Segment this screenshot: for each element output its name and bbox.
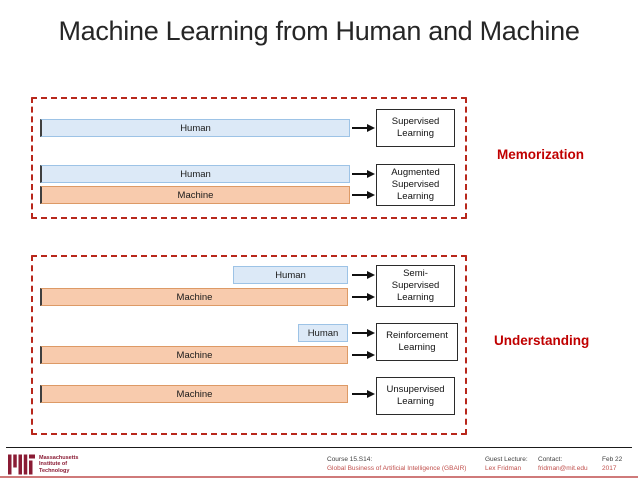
box-line: Learning — [397, 292, 434, 303]
reinforcement-human-bar: Human — [298, 324, 348, 342]
footer-date: Feb 22 2017 — [602, 456, 622, 473]
box-line: Reinforcement — [386, 330, 448, 341]
semi-supervised-human-bar: Human — [233, 266, 348, 284]
supervised-learning-box: Supervised Learning — [376, 109, 455, 147]
reinforcement-machine-bar: Machine — [40, 346, 348, 364]
bar-label: Human — [180, 122, 211, 134]
bar-label: Human — [275, 269, 306, 281]
footer-guest-lecture: Guest Lecture: Lex Fridman — [485, 456, 528, 473]
lecture-label: Guest Lecture: — [485, 456, 528, 463]
footer-divider — [6, 447, 632, 448]
bar-label: Human — [180, 168, 211, 180]
bar-label: Machine — [177, 189, 214, 201]
unsupervised-machine-bar: Machine — [40, 385, 348, 403]
bar-label: Machine — [176, 349, 213, 361]
understanding-label: Understanding — [494, 333, 590, 348]
augmented-machine-bar: Machine — [40, 186, 350, 204]
augmented-supervised-learning-box: Augmented Supervised Learning — [376, 164, 455, 206]
course-value: Global Business of Artificial Intelligen… — [327, 464, 467, 472]
arrow-icon — [352, 191, 375, 199]
box-line: Learning — [398, 342, 436, 353]
unsupervised-learning-box: Unsupervised Learning — [376, 377, 455, 415]
contact-label: Contact: — [538, 456, 563, 463]
box-line: Supervised — [391, 179, 440, 190]
mit-logo-icon — [8, 454, 35, 475]
box-line: Learning — [397, 128, 434, 139]
supervised-human-bar: Human — [40, 119, 350, 137]
date-label: Feb 22 — [602, 456, 623, 463]
bar-label: Machine — [176, 388, 213, 400]
augmented-human-bar: Human — [40, 165, 350, 183]
institution-line: Massachusetts — [39, 455, 79, 461]
arrow-icon — [352, 329, 375, 337]
box-line: Supervised — [391, 280, 440, 291]
institution-line: Institute of — [39, 461, 68, 468]
contact-email: fridman@mit.edu — [538, 464, 588, 472]
box-line: Supervised — [391, 116, 440, 127]
semi-supervised-learning-box: Semi- Supervised Learning — [376, 265, 455, 307]
semi-supervised-machine-bar: Machine — [40, 288, 348, 306]
slide-bottom-rule — [0, 476, 638, 478]
arrow-icon — [352, 351, 375, 359]
bar-label: Machine — [176, 291, 213, 303]
date-year: 2017 — [602, 464, 617, 472]
lecture-value: Lex Fridman — [485, 464, 522, 472]
footer-contact: Contact: fridman@mit.edu — [538, 456, 588, 473]
box-line: Semi- — [403, 268, 428, 279]
box-line: Learning — [397, 191, 434, 202]
box-line: Learning — [397, 396, 434, 407]
understanding-group-frame — [31, 255, 467, 435]
arrow-icon — [352, 271, 375, 279]
footer-course: Course 15.S14: Global Business of Artifi… — [327, 456, 466, 473]
box-line: Augmented — [391, 167, 440, 178]
reinforcement-learning-box: Reinforcement Learning — [376, 323, 458, 361]
mit-institution-name: Massachusetts Institute of Technology — [39, 455, 78, 474]
institution-line: Technology — [39, 467, 70, 474]
memorization-label: Memorization — [497, 147, 585, 162]
arrow-icon — [352, 293, 375, 301]
arrow-icon — [352, 170, 375, 178]
course-label: Course 15.S14: — [327, 456, 373, 463]
arrow-icon — [352, 124, 375, 132]
slide-title: Machine Learning from Human and Machine — [58, 16, 580, 46]
box-line: Unsupervised — [386, 384, 445, 395]
bar-label: Human — [307, 327, 339, 339]
arrow-icon — [352, 390, 375, 398]
memorization-group-frame — [31, 97, 467, 219]
